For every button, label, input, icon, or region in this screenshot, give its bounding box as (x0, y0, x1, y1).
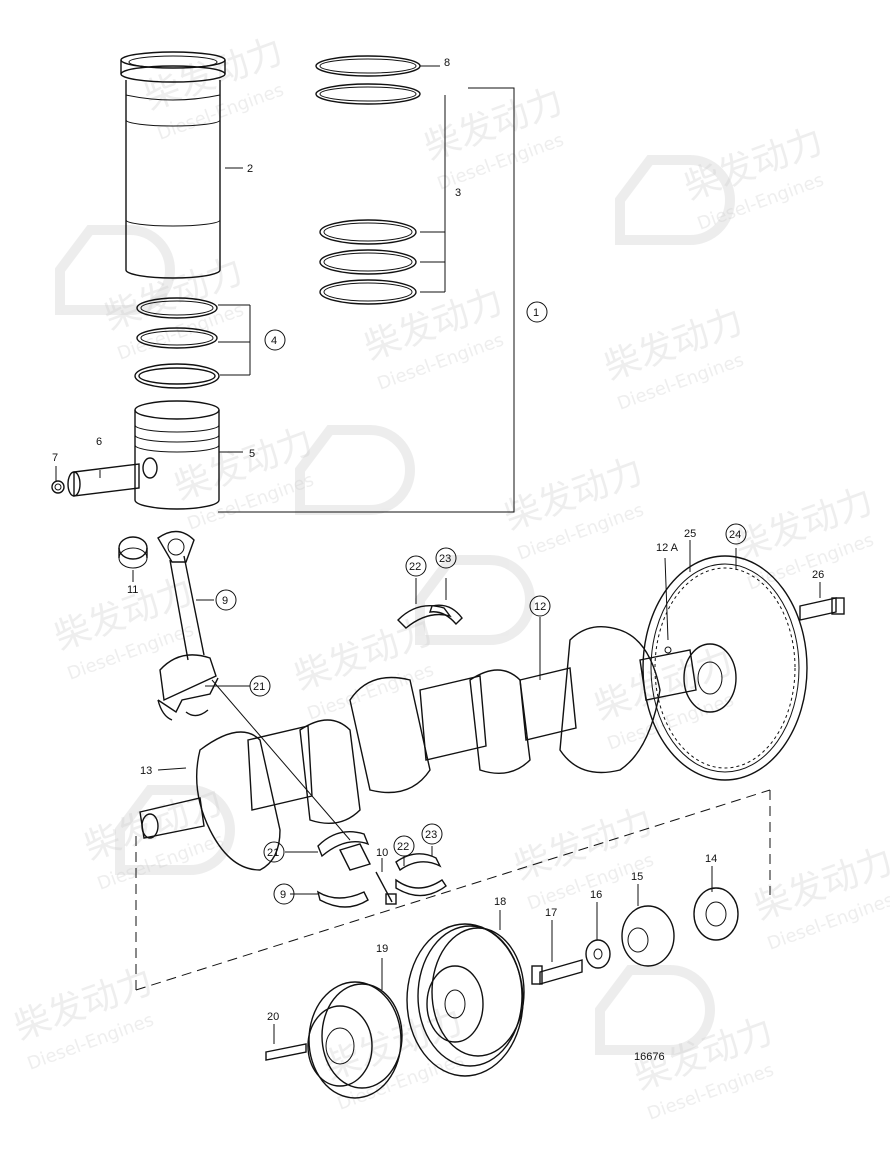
connecting-rod-drawing (118, 530, 219, 721)
callout-12: 12 (534, 601, 546, 613)
callout-19: 19 (376, 943, 388, 955)
piston-pin-drawing (51, 463, 140, 497)
cylinder-liner-drawing (120, 51, 226, 279)
callout-17: 17 (545, 907, 557, 919)
callout-1: 1 (533, 307, 539, 319)
callout-13: 13 (140, 765, 152, 777)
drawing-number: 16676 (634, 1051, 665, 1063)
callout-23-lower: 23 (425, 829, 437, 841)
callout-26: 26 (812, 569, 824, 581)
callout-24: 24 (729, 529, 741, 541)
callout-21-upper: 21 (253, 681, 265, 693)
callout-12a: 12 A (656, 542, 679, 554)
callout-22-lower: 22 (397, 841, 409, 853)
callout-11: 11 (127, 584, 138, 596)
piston-drawing (134, 400, 220, 510)
piston-rings-drawing (134, 297, 220, 389)
main-bearing-upper-drawing (397, 604, 463, 629)
callout-14: 14 (705, 853, 717, 865)
callout-23-upper: 23 (439, 553, 451, 565)
callout-9-upper: 9 (222, 595, 228, 607)
callout-8: 8 (444, 57, 450, 69)
callout-6: 6 (96, 436, 102, 448)
watermark-layer: 柴发动力 Diesel-Engines 柴发动力 Diesel-Engines … (9, 31, 890, 1125)
lower-bearings-drawing (211, 679, 447, 908)
callout-25: 25 (684, 528, 696, 540)
callout-21-lower: 21 (267, 847, 279, 859)
part-labels: 1 2 3 4 5 6 7 8 9 9 10 11 12 12 A 13 14 … (52, 57, 824, 1063)
callout-4: 4 (271, 335, 277, 347)
callout-2: 2 (247, 163, 253, 175)
callout-3: 3 (455, 187, 461, 199)
assembly-dashed-frame (135, 789, 771, 991)
front-hub-parts-drawing (531, 887, 739, 985)
callout-7: 7 (52, 452, 58, 464)
leader-lines (55, 65, 821, 1044)
callout-20: 20 (267, 1011, 279, 1023)
callout-5: 5 (249, 448, 255, 460)
callout-circles (215, 301, 747, 905)
callout-18: 18 (494, 896, 506, 908)
callout-10: 10 (376, 847, 388, 859)
assembly-bracket (218, 87, 515, 513)
ring-set-drawing (315, 55, 421, 305)
pulleys-drawing (265, 923, 525, 1099)
callout-16: 16 (590, 889, 602, 901)
flywheel-drawing (642, 555, 845, 781)
callout-15: 15 (631, 871, 643, 883)
callout-22-upper: 22 (409, 561, 421, 573)
watermark-logo-icon (55, 155, 735, 1055)
callout-9-lower: 9 (280, 889, 286, 901)
